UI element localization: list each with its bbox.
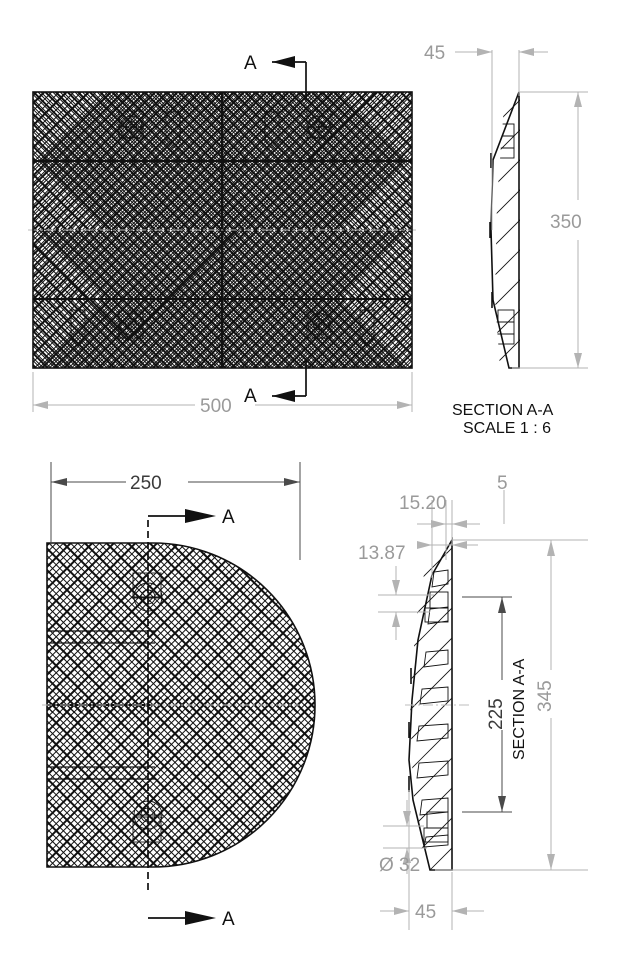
top-left-view: A A 500 [28, 53, 418, 417]
bolt-hole [306, 110, 332, 139]
section-hatching [495, 92, 520, 368]
dimension-350: 350 [512, 91, 588, 369]
section-profile [490, 91, 520, 369]
plate-outline [32, 91, 413, 369]
corrugation-lines [33, 92, 412, 368]
section-scale-top-right: SCALE 1 : 6 [463, 420, 551, 437]
section-label-a-bottom: A [244, 386, 257, 407]
port-slots [70, 111, 375, 347]
section-mark-top-bl: A [148, 507, 235, 528]
dimension-d32: Ø 32 [379, 800, 427, 876]
dimension-value-5: 5 [497, 473, 508, 494]
bolt-hole [118, 110, 144, 139]
dimension-1387: 13.87 [358, 543, 434, 640]
dimension-value-45-top: 45 [424, 43, 445, 64]
dimension-225: 225 SECTION A-A [462, 596, 528, 813]
section-hatching-round [410, 540, 452, 870]
dimension-45-bottom: 45 [380, 790, 484, 930]
dimension-345: 345 [435, 539, 588, 871]
bolt-hole [306, 310, 332, 339]
dimension-500: 500 [32, 372, 413, 417]
dimension-250: 250 [50, 462, 301, 560]
section-mark-bottom: A [244, 360, 307, 407]
dimension-45-top: 45 [424, 43, 548, 230]
dimension-5: 5 [451, 473, 508, 545]
dimension-value-45-bottom: 45 [415, 902, 436, 923]
dimension-value-500: 500 [200, 396, 232, 417]
section-label-a-top-bl: A [222, 507, 235, 528]
dimension-value-1520: 15.20 [399, 493, 447, 514]
dimension-1520: 15.20 [399, 493, 478, 578]
section-label-a-top: A [244, 53, 257, 74]
dimension-value-345: 345 [535, 680, 556, 712]
profile-edge-ticks [489, 153, 493, 308]
section-mark-top: A [244, 53, 307, 100]
dimension-value-1387: 13.87 [358, 543, 406, 564]
section-label-a-bottom-bl: A [222, 909, 235, 930]
bolt-holes [118, 110, 332, 339]
dimension-value-d32: Ø 32 [379, 855, 420, 876]
section-title-bottom-right: SECTION A-A [511, 658, 528, 760]
dimension-value-225: 225 [486, 698, 507, 730]
bottom-left-view: A A 250 [42, 462, 316, 930]
dimension-value-350: 350 [550, 212, 582, 233]
section-mark-bottom-bl: A [148, 909, 235, 930]
bottom-right-view: 15.20 5 13.87 [358, 473, 588, 930]
dimension-value-250: 250 [130, 473, 162, 494]
profile-edge-ticks-round [408, 668, 412, 792]
bolt-hole [118, 310, 144, 339]
top-right-view: 45 350 SECTION A-A SCALE 1 : 6 [424, 43, 588, 437]
section-title-top-right: SECTION A-A [452, 402, 554, 419]
